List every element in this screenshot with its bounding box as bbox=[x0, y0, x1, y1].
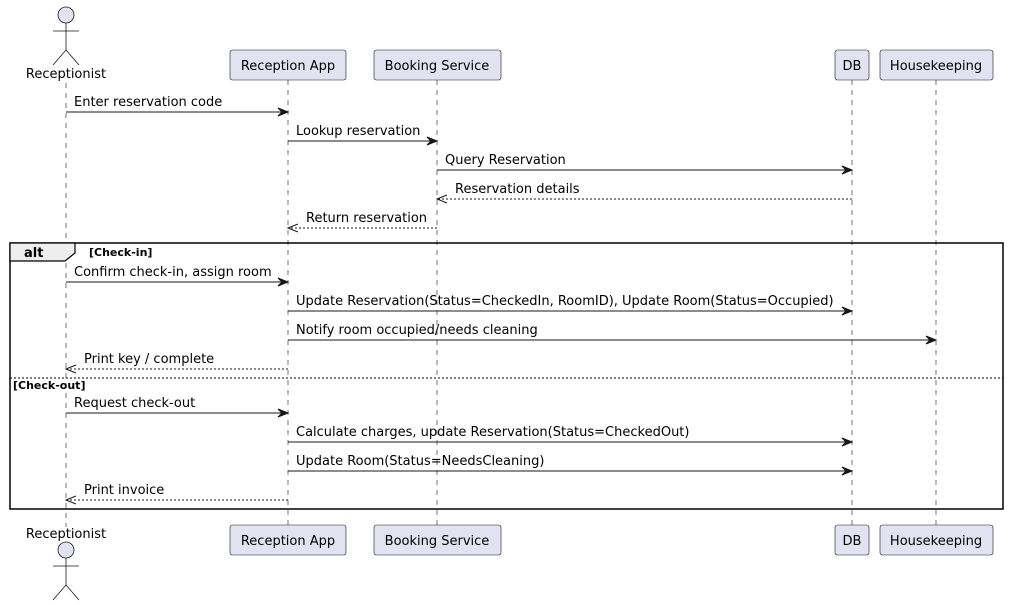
participant-box bbox=[229, 49, 347, 81]
participant-receptionist-top: Receptionist bbox=[26, 6, 106, 82]
participant-label: Booking Service bbox=[385, 59, 490, 74]
arrowhead-icon bbox=[925, 335, 938, 345]
message-9: Print key / complete bbox=[64, 352, 288, 374]
message-label: Update Room(Status=NeedsCleaning) bbox=[296, 454, 544, 469]
message-3: Query Reservation bbox=[437, 153, 854, 175]
participant-box bbox=[834, 524, 870, 556]
participant-booking-service-bottom: Booking Service bbox=[373, 524, 502, 556]
participant-box bbox=[373, 524, 502, 556]
message-10: Request check-out bbox=[66, 396, 290, 418]
participant-db-top: DB bbox=[834, 49, 870, 81]
arrowhead-icon bbox=[426, 136, 439, 146]
message-label: Print invoice bbox=[84, 483, 164, 498]
arrowhead-icon bbox=[64, 495, 77, 505]
participant-label: Reception App bbox=[241, 534, 335, 549]
message-7: Update Reservation(Status=CheckedIn, Roo… bbox=[288, 294, 854, 316]
participant-receptionist-bottom: Receptionist bbox=[26, 527, 106, 601]
message-label: Update Reservation(Status=CheckedIn, Roo… bbox=[296, 294, 834, 309]
participant-housekeeping-top: Housekeeping bbox=[879, 49, 994, 81]
message-label: Return reservation bbox=[306, 211, 427, 226]
message-label: Notify room occupied/needs cleaning bbox=[296, 323, 538, 338]
message-12: Update Room(Status=NeedsCleaning) bbox=[288, 454, 854, 476]
participant-label: Housekeeping bbox=[890, 59, 982, 74]
arrowhead-icon bbox=[841, 437, 854, 447]
participant-booking-service-top: Booking Service bbox=[373, 49, 502, 81]
participant-label: DB bbox=[843, 534, 862, 549]
arrowhead-icon bbox=[64, 364, 77, 374]
participant-box bbox=[879, 49, 994, 81]
alt-tab bbox=[9, 242, 76, 262]
message-label: Request check-out bbox=[74, 396, 195, 411]
participant-label: Housekeeping bbox=[890, 534, 982, 549]
message-label: Query Reservation bbox=[445, 153, 566, 168]
participant-box bbox=[879, 524, 994, 556]
participant-label: Reception App bbox=[241, 59, 335, 74]
actor-icon bbox=[52, 6, 80, 66]
message-label: Calculate charges, update Reservation(St… bbox=[296, 425, 689, 440]
message-5: Return reservation bbox=[286, 211, 437, 233]
arrowhead-icon bbox=[841, 165, 854, 175]
message-1: Enter reservation code bbox=[66, 95, 290, 117]
arrowhead-icon bbox=[277, 107, 290, 117]
alt-frame bbox=[9, 242, 1004, 510]
alt-guard-check-in: [Check-in] bbox=[89, 246, 152, 259]
alt-fragment: alt [Check-in] [Check-out] bbox=[9, 242, 1004, 510]
message-label: Reservation details bbox=[455, 182, 580, 197]
message-2: Lookup reservation bbox=[288, 124, 439, 146]
actor-icon bbox=[52, 541, 80, 601]
arrowhead-icon bbox=[277, 277, 290, 287]
participant-box bbox=[373, 49, 502, 81]
arrowhead-icon bbox=[277, 408, 290, 418]
participant-db-bottom: DB bbox=[834, 524, 870, 556]
participant-reception-app-top: Reception App bbox=[229, 49, 347, 81]
alt-keyword: alt bbox=[24, 246, 43, 261]
participant-housekeeping-bottom: Housekeeping bbox=[879, 524, 994, 556]
message-label: Enter reservation code bbox=[74, 95, 222, 110]
message-label: Lookup reservation bbox=[296, 124, 420, 139]
arrowhead-icon bbox=[435, 194, 448, 204]
participant-label: DB bbox=[843, 59, 862, 74]
participant-box bbox=[229, 524, 347, 556]
message-8: Notify room occupied/needs cleaning bbox=[288, 323, 938, 345]
arrowhead-icon bbox=[286, 223, 299, 233]
participant-box bbox=[834, 49, 870, 81]
arrowhead-icon bbox=[841, 306, 854, 316]
message-label: Print key / complete bbox=[84, 352, 214, 367]
message-13: Print invoice bbox=[64, 483, 288, 505]
message-11: Calculate charges, update Reservation(St… bbox=[288, 425, 854, 447]
participant-label: Receptionist bbox=[26, 67, 106, 82]
alt-guard-check-out: [Check-out] bbox=[13, 379, 85, 392]
participant-label: Booking Service bbox=[385, 534, 490, 549]
message-4: Reservation details bbox=[435, 182, 852, 204]
participant-label: Receptionist bbox=[26, 527, 106, 542]
participant-reception-app-bottom: Reception App bbox=[229, 524, 347, 556]
message-6: Confirm check-in, assign room bbox=[66, 265, 290, 287]
message-label: Confirm check-in, assign room bbox=[74, 265, 272, 280]
arrowhead-icon bbox=[841, 466, 854, 476]
